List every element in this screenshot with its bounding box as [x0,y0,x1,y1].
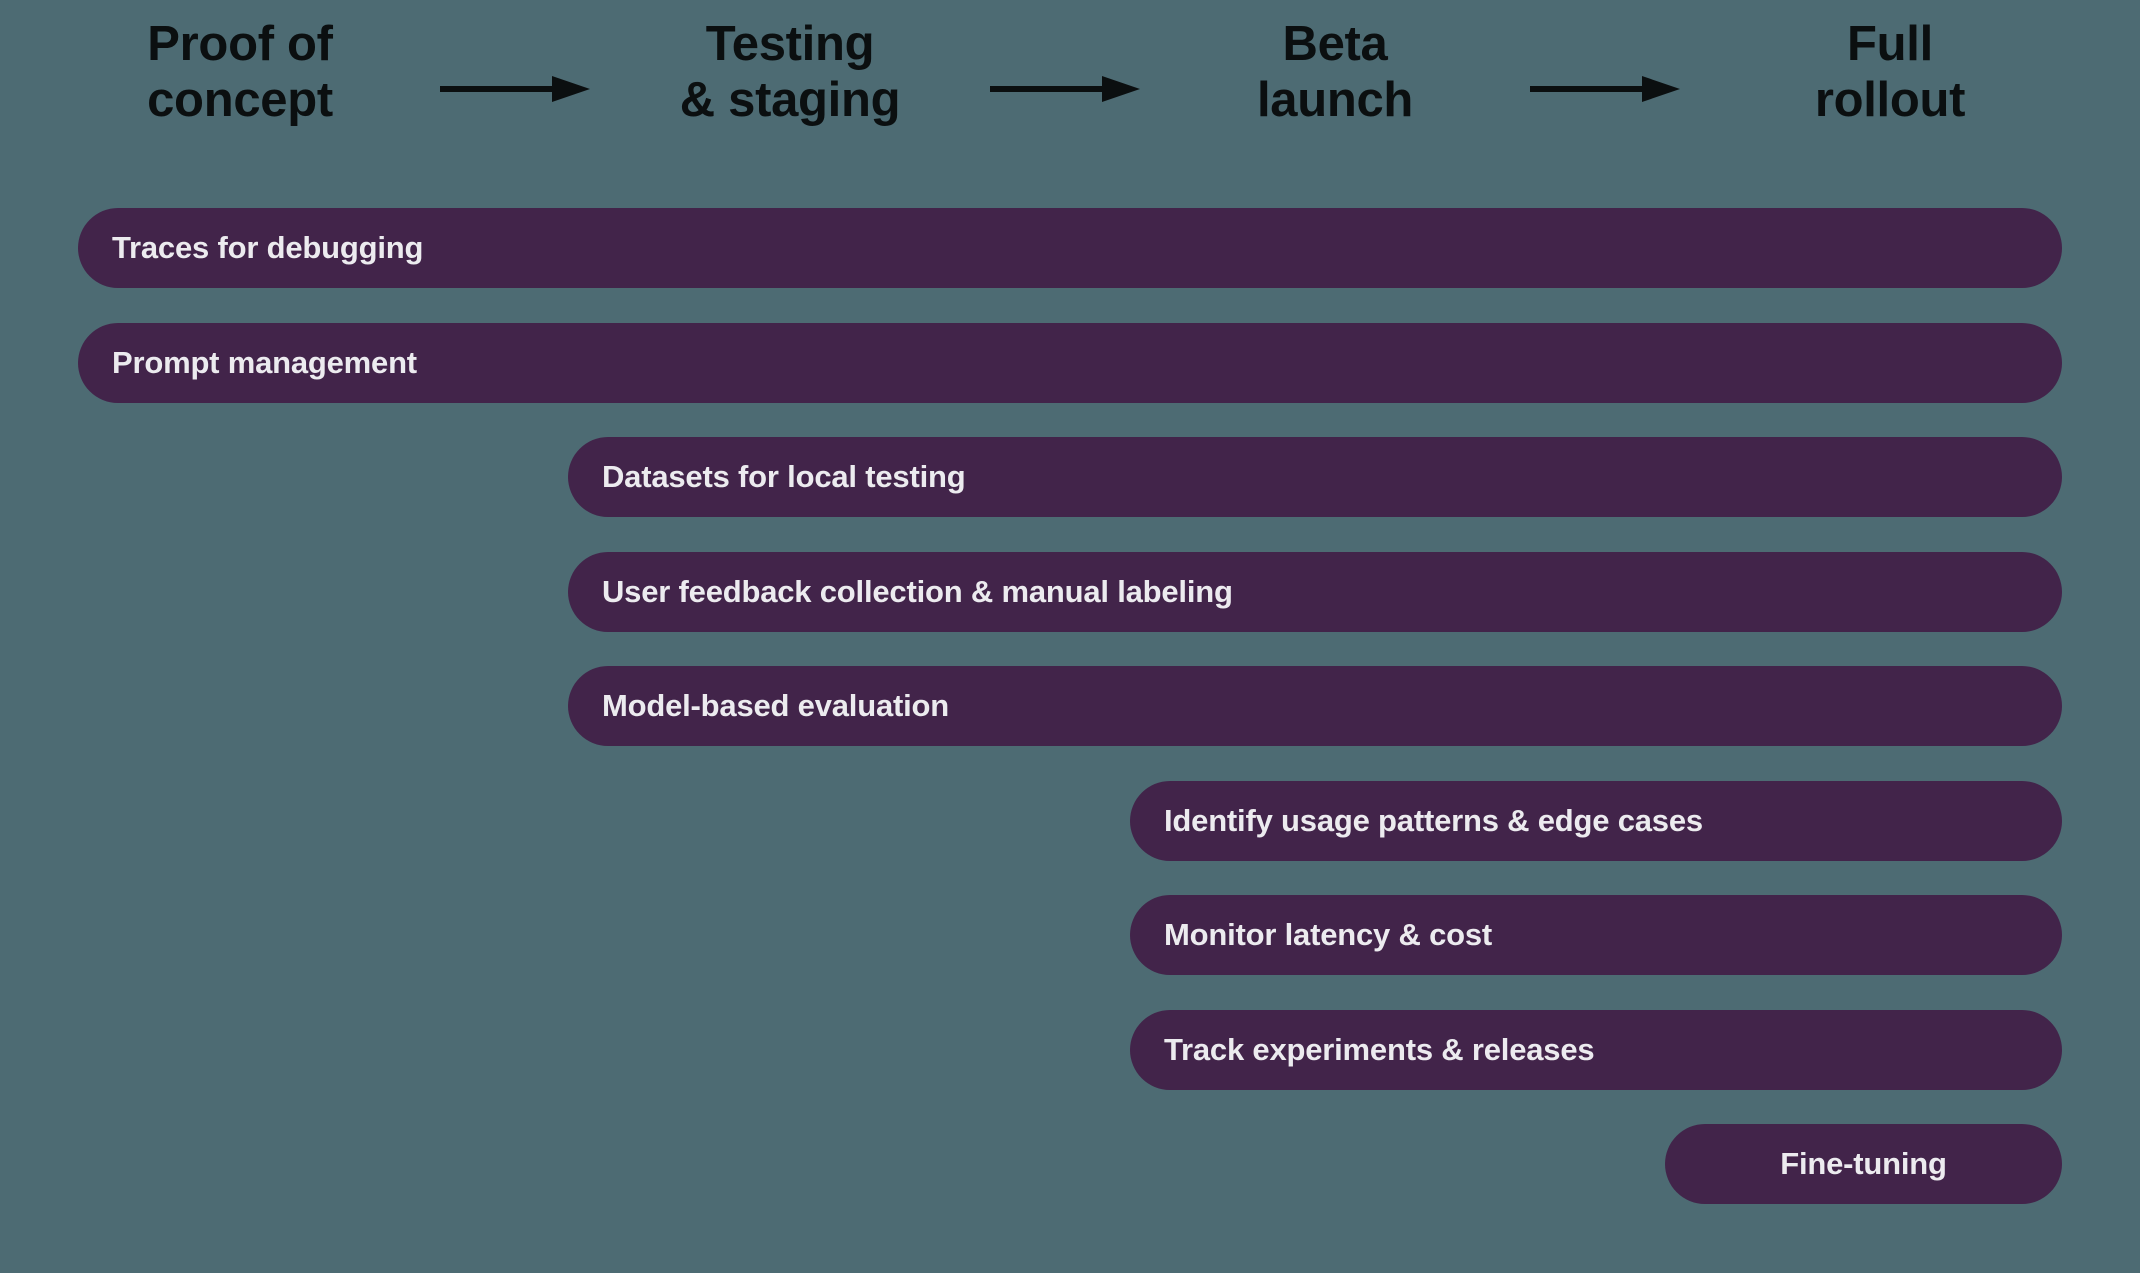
phase-arrow-icon-1 [440,76,590,102]
capability-bar[interactable]: Fine-tuning [1665,1124,2062,1204]
capability-bar[interactable]: Track experiments & releases [1130,1010,2062,1090]
phase-header-3: Beta launch [1256,17,1414,128]
phase-arrow-icon-3 [1530,76,1680,102]
capability-bar-label: User feedback collection & manual labeli… [602,574,1233,609]
capability-bar[interactable]: Model-based evaluation [568,666,2062,746]
phase-header-2: Testing & staging [679,17,901,128]
phase-header-4: Full rollout [1814,17,1966,128]
phase-header-1: Proof of concept [147,17,333,128]
capability-bar-label: Prompt management [112,345,417,380]
capability-bar-label: Datasets for local testing [602,459,966,494]
capability-bar-label: Identify usage patterns & edge cases [1164,803,1703,838]
capability-bar-label: Monitor latency & cost [1164,917,1493,952]
capability-bar[interactable]: Prompt management [78,323,2062,403]
capability-bar[interactable]: User feedback collection & manual labeli… [568,552,2062,632]
capability-bar[interactable]: Monitor latency & cost [1130,895,2062,975]
capability-bar-label: Track experiments & releases [1164,1032,1595,1067]
capability-bar-label: Model-based evaluation [602,688,949,723]
capability-bar[interactable]: Traces for debugging [78,208,2062,288]
capability-bar-label: Fine-tuning [1780,1146,1947,1181]
phase-arrow-icon-2 [990,76,1140,102]
capability-bar-label: Traces for debugging [112,230,424,265]
capability-bar[interactable]: Datasets for local testing [568,437,2062,517]
capability-bar[interactable]: Identify usage patterns & edge cases [1130,781,2062,861]
